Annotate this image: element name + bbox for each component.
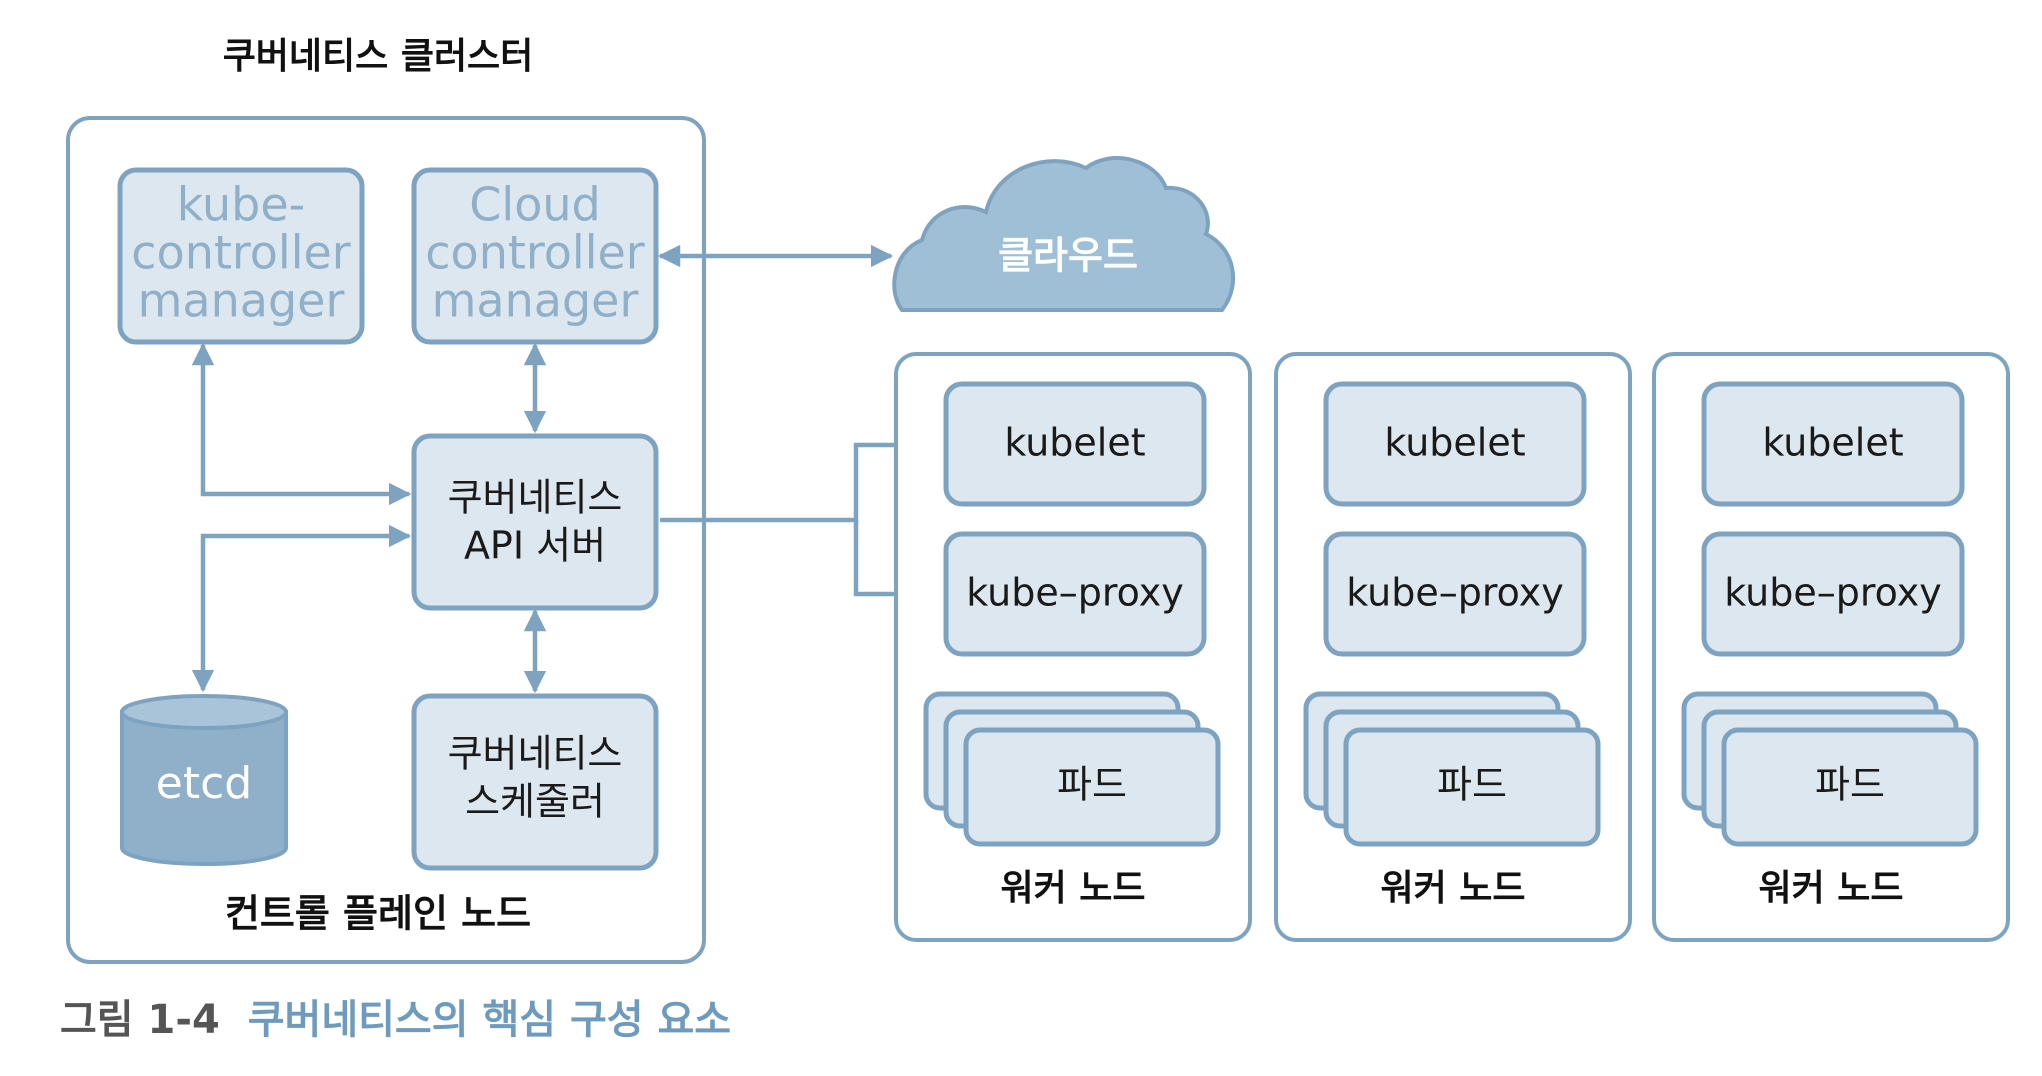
kube-proxy-label: kube–proxy — [966, 571, 1183, 615]
cloud-shape: 클라우드 — [892, 156, 1236, 312]
scheduler-box: 쿠버네티스 스케줄러 — [411, 693, 659, 871]
caption-text: 쿠버네티스의 핵심 구성 요소 — [248, 997, 731, 1043]
pod-label: 파드 — [1057, 763, 1127, 807]
api-server-line-1: 쿠버네티스 — [448, 476, 623, 520]
pod-box — [963, 727, 1221, 847]
kube-controller-manager-box: kube- controller manager — [117, 167, 365, 345]
kubelet-box — [1323, 381, 1587, 507]
worker-node-label: 워커 노드 — [1000, 868, 1145, 909]
ccm-line-3: manager — [432, 274, 639, 328]
kcm-line-3: manager — [138, 274, 345, 328]
ccm-line-2: controller — [425, 226, 645, 280]
cluster-title: 쿠버네티스 클러스터 — [223, 36, 534, 77]
kubelet-box — [1701, 381, 1965, 507]
pod-box — [1343, 727, 1601, 847]
figure-caption: 그림 1-4 쿠버네티스의 핵심 구성 요소 — [60, 997, 731, 1043]
worker-node-2: kubelet kube–proxy 파드 워커 노드 — [1274, 352, 1632, 942]
kubelet-box — [943, 381, 1207, 507]
api-server-line-2: API 서버 — [464, 524, 606, 568]
worker-node-label: 워커 노드 — [1758, 868, 1903, 909]
kube-proxy-box — [1323, 531, 1587, 657]
api-server-box: 쿠버네티스 API 서버 — [411, 433, 659, 611]
etcd-label: etcd — [156, 758, 252, 809]
kube-proxy-label: kube–proxy — [1346, 571, 1563, 615]
kcm-line-2: controller — [131, 226, 351, 280]
worker-node-1: kubelet kube–proxy 파드 워커 노드 — [894, 352, 1252, 942]
api-etcd-arrow — [191, 524, 412, 693]
kube-proxy-label: kube–proxy — [1724, 571, 1941, 615]
scheduler-line-1: 쿠버네티스 — [448, 732, 623, 776]
cloud-controller-manager-box: Cloud controller manager — [411, 167, 659, 345]
worker-node-3: kubelet kube–proxy 파드 워커 노드 — [1652, 352, 2010, 942]
pod-label: 파드 — [1437, 763, 1507, 807]
ccm-line-1: Cloud — [469, 178, 600, 232]
pod-label: 파드 — [1815, 763, 1885, 807]
cloud-label: 클라우드 — [998, 234, 1138, 278]
kubelet-label: kubelet — [1384, 421, 1525, 465]
kubelet-label: kubelet — [1004, 421, 1145, 465]
etcd-database: etcd — [120, 694, 288, 866]
worker-node-label: 워커 노드 — [1380, 868, 1525, 909]
pod-box — [1721, 727, 1979, 847]
caption-prefix: 그림 1-4 — [60, 997, 220, 1043]
kube-proxy-box — [1701, 531, 1965, 657]
kcm-api-arrow — [191, 342, 412, 506]
scheduler-line-2: 스케줄러 — [465, 780, 605, 824]
control-plane-label: 컨트롤 플레인 노드 — [225, 892, 531, 936]
kube-proxy-box — [943, 531, 1207, 657]
kcm-line-1: kube- — [177, 178, 305, 232]
kubelet-label: kubelet — [1762, 421, 1903, 465]
